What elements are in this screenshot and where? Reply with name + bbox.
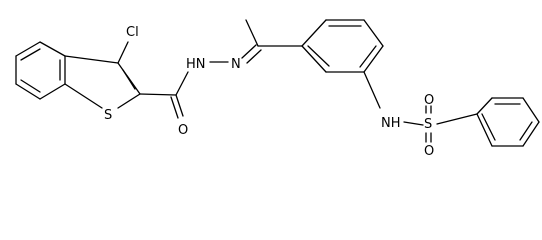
atom-label-sulfonyl-oxygen-bottom: O	[424, 144, 434, 159]
central-phenyl-ring	[301, 19, 384, 109]
molecule-diagram: Cl S O HN N NH O S O	[15, 19, 540, 159]
thiophene-ring	[64, 41, 141, 109]
atom-label-chlorine: Cl	[126, 25, 139, 40]
atom-label-sulfonamide-nh: NH	[381, 116, 401, 131]
terminal-phenyl-ring	[476, 97, 540, 147]
atom-label-thiophene-sulfur: S	[104, 108, 112, 123]
atom-label-amide-nh: HN	[186, 57, 206, 72]
benzo-ring	[15, 41, 66, 100]
atom-label-sulfonyl-sulfur: S	[424, 117, 432, 132]
sulfonamide-group	[403, 105, 478, 143]
atom-label-imine-nitrogen: N	[231, 57, 241, 72]
hydrazone-linker	[139, 19, 303, 119]
atom-label-amide-oxygen: O	[178, 123, 188, 138]
atom-label-sulfonyl-oxygen-top: O	[424, 93, 434, 108]
